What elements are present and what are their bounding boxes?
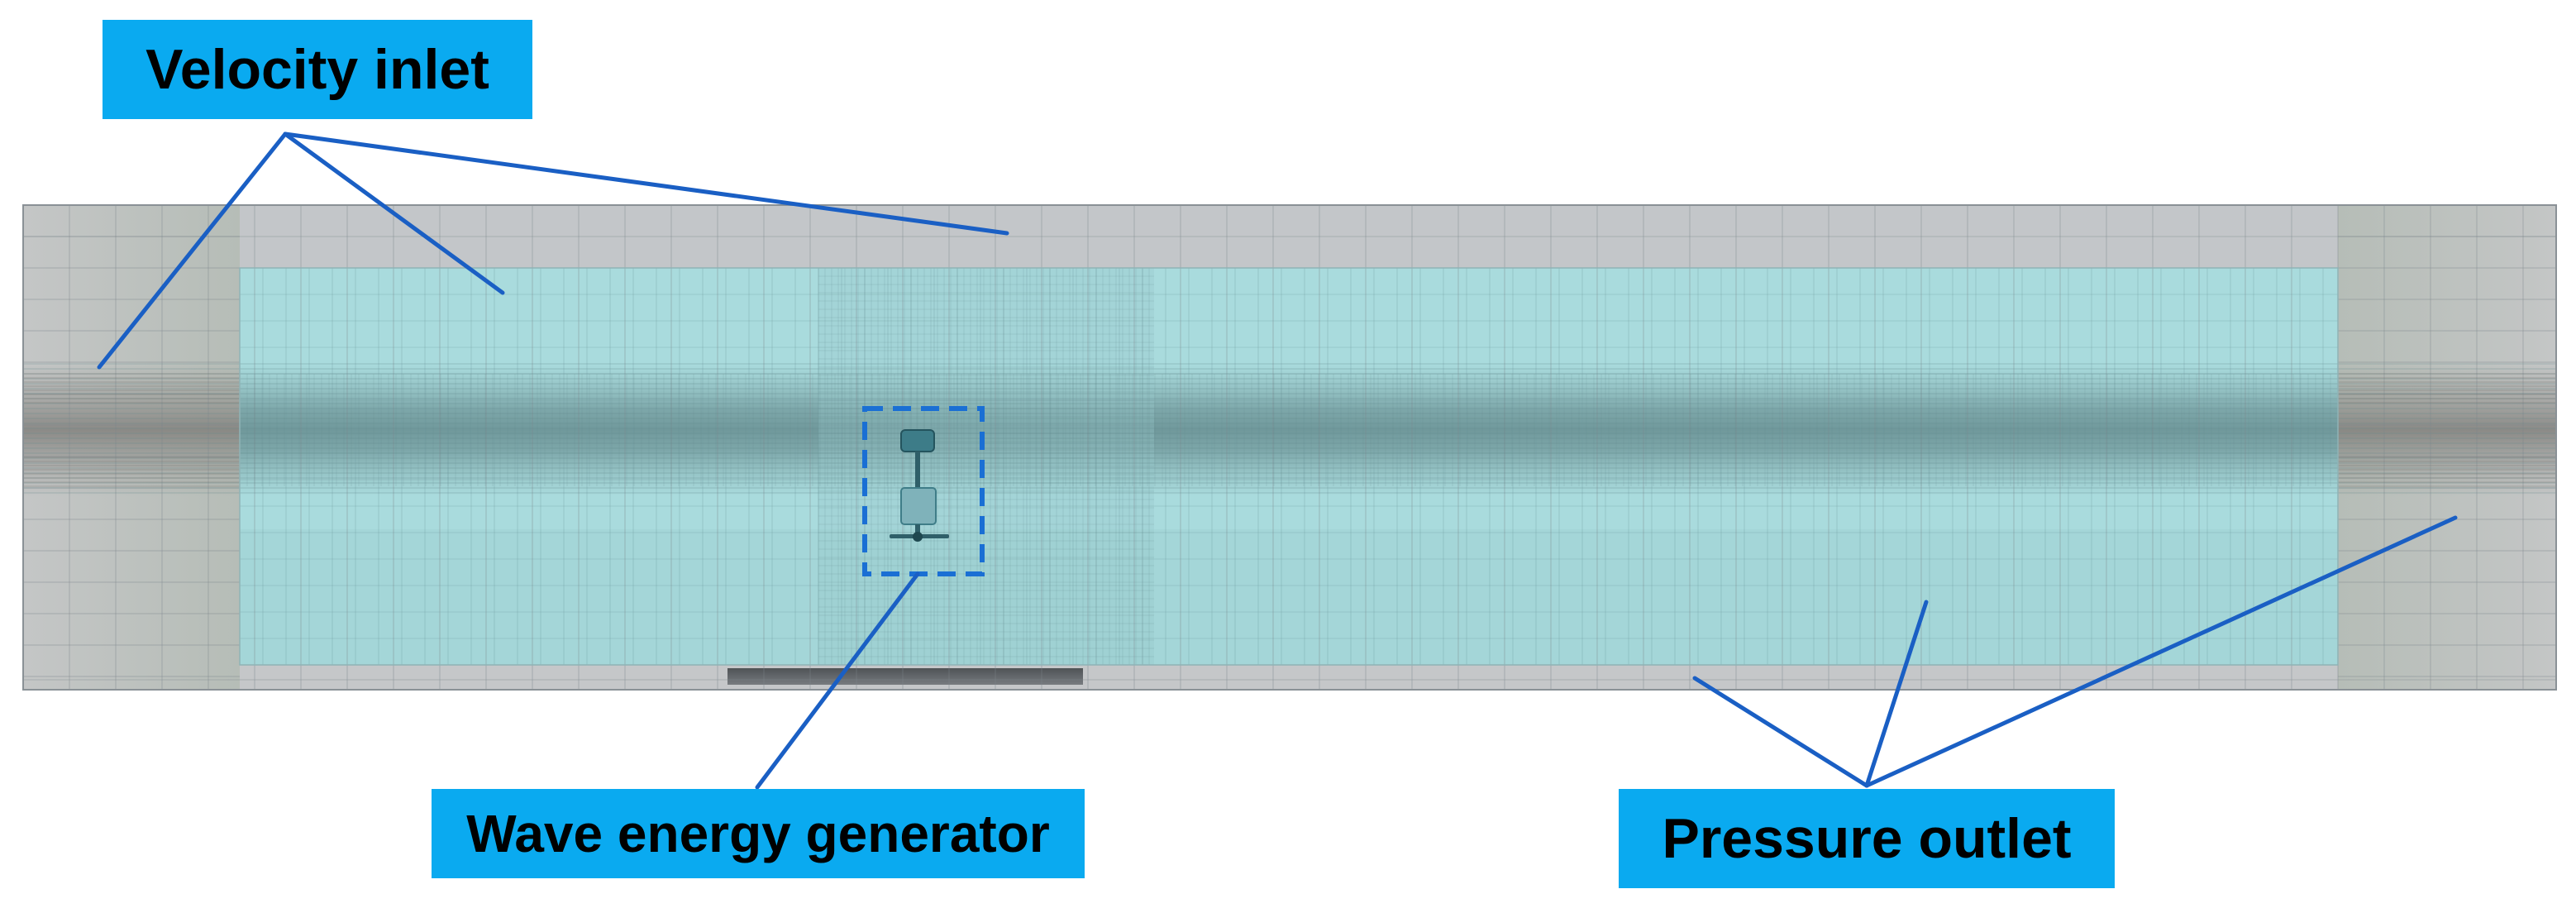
- wave-generator-leader: [755, 571, 920, 790]
- inner-domain-lower-tint: [240, 529, 2338, 665]
- velocity-inlet-leader-1: [97, 131, 288, 370]
- outer-domain-top: [23, 205, 2556, 268]
- refined-mesh-band: [240, 364, 2338, 496]
- velocity-inlet-label: Velocity inlet: [103, 20, 532, 119]
- refined-mesh-band-right: [2338, 364, 2556, 496]
- wave-energy-generator-text: Wave energy generator: [466, 804, 1050, 863]
- inner-domain-frame: [239, 267, 2339, 666]
- refined-mesh-band-left: [23, 364, 240, 496]
- device-highlight-box: [862, 406, 985, 576]
- outer-domain-bottom: [23, 665, 2556, 690]
- leader-lines: [97, 131, 2458, 790]
- seabed-shadow: [727, 668, 1083, 685]
- pressure-outlet-text: Pressure outlet: [1662, 807, 2072, 870]
- wave-energy-device-icon: [890, 429, 949, 542]
- velocity-inlet-leader-3: [283, 131, 1009, 236]
- velocity-inlet-leader-2: [283, 131, 505, 295]
- local-refinement-zone: [818, 268, 1154, 665]
- pressure-outlet-leader-3: [1864, 515, 2458, 788]
- velocity-inlet-text: Velocity inlet: [145, 38, 489, 101]
- pressure-outlet-leader-1: [1692, 676, 1869, 788]
- pressure-outlet-leader-2: [1864, 600, 1929, 788]
- outer-domain-frame: [22, 204, 2557, 691]
- pressure-outlet-label: Pressure outlet: [1619, 789, 2115, 888]
- wave-energy-generator-label: Wave energy generator: [432, 789, 1085, 878]
